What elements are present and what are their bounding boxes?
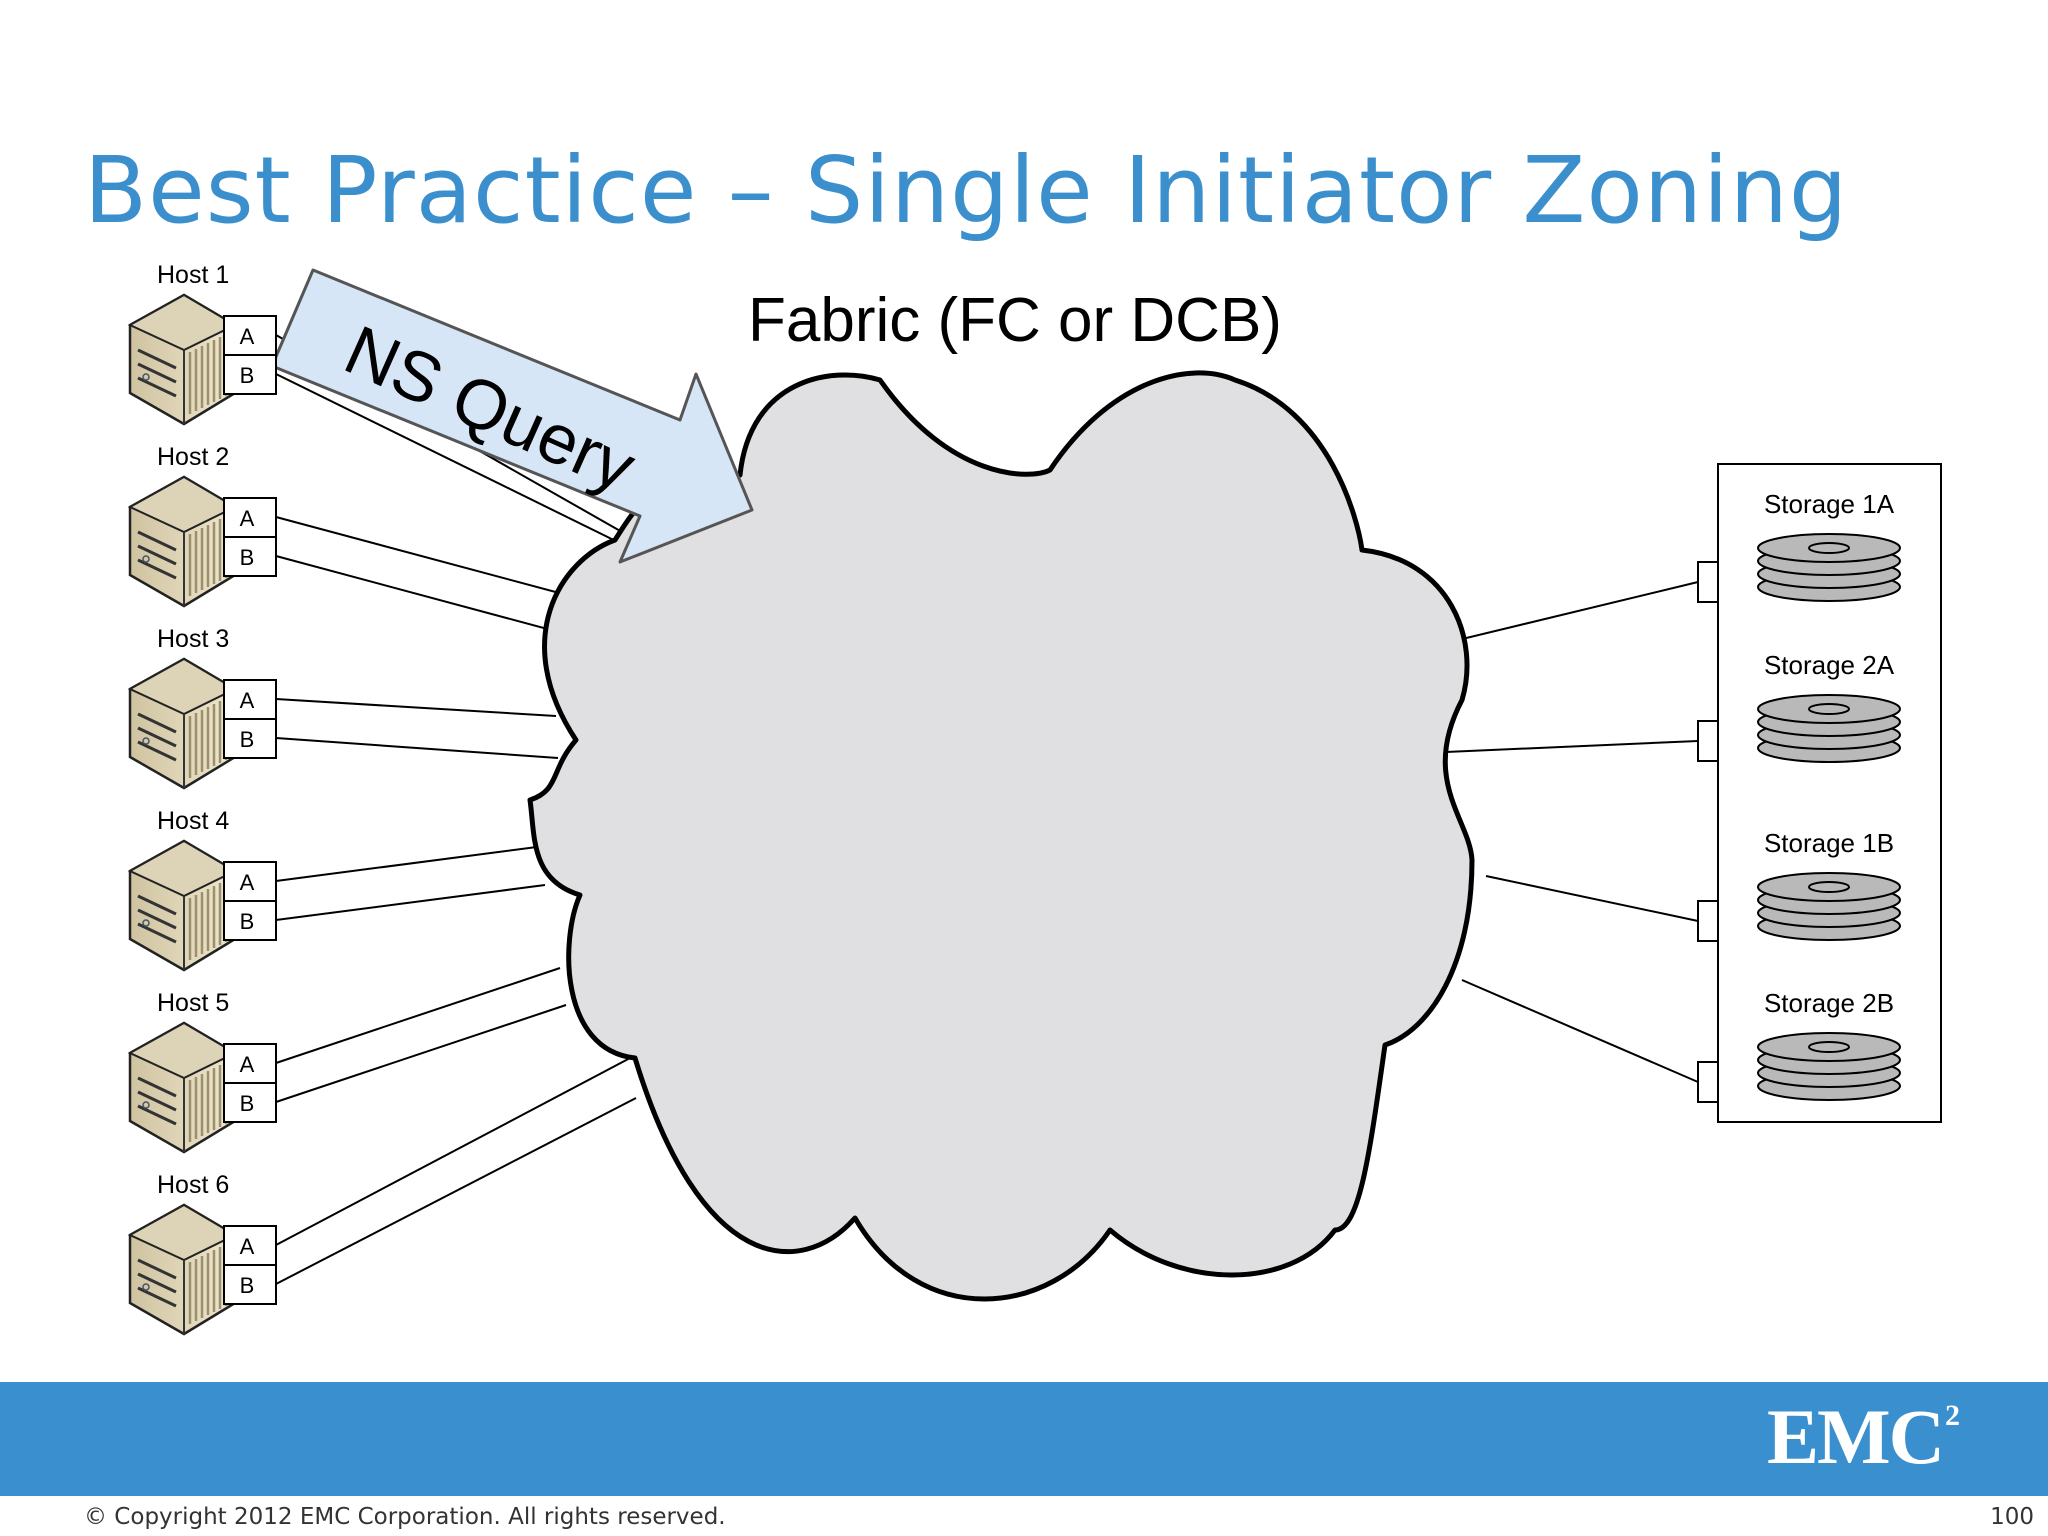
storage-4: Storage 2B (1697, 988, 1901, 1103)
storage-1: Storage 1A (1697, 489, 1901, 603)
fabric-cloud (527, 370, 1475, 1302)
port-b: B (223, 354, 277, 395)
storage-port (1697, 720, 1719, 762)
host-4: Host 4 AB (127, 807, 277, 972)
port-label: B (240, 545, 255, 570)
host-label: Host 2 (157, 443, 229, 471)
port-label: B (240, 363, 255, 388)
host-3: Host 3 AB (127, 625, 277, 790)
storage-label: Storage 2A (1764, 650, 1895, 680)
server-icon (127, 293, 238, 426)
disk-stack-icon (1757, 533, 1901, 602)
host-label: Host 3 (157, 625, 229, 653)
fabric-label: Fabric (FC or DCB) (748, 286, 1282, 355)
port-label: B (240, 909, 255, 934)
server-icon (127, 1021, 238, 1154)
link-line (275, 884, 546, 921)
link-line (1461, 979, 1699, 1083)
host-5: Host 5 AB (127, 989, 277, 1154)
host-label: Host 6 (157, 1171, 229, 1199)
host-2: Host 2 AB (127, 443, 277, 608)
slide-title: Best Practice – Single Initiator Zoning (84, 137, 1849, 244)
storage-port (1697, 561, 1719, 603)
port-a: A (223, 497, 277, 538)
host-label: Host 1 (157, 261, 229, 289)
port-b: B (223, 1082, 277, 1123)
link-line (275, 967, 561, 1064)
port-label: B (240, 1091, 255, 1116)
port-label: A (240, 506, 255, 531)
port-label: B (240, 727, 255, 752)
server-icon (127, 475, 238, 608)
storage-3: Storage 1B (1697, 828, 1901, 942)
fabric-links (275, 334, 1699, 1285)
port-b: B (223, 1264, 277, 1305)
copyright: © Copyright 2012 EMC Corporation. All ri… (84, 1504, 726, 1530)
host-1: Host 1 AB (127, 261, 277, 426)
link-line (275, 555, 567, 635)
link-line (275, 1097, 637, 1285)
port-b: B (223, 900, 277, 941)
port-a: A (223, 679, 277, 720)
link-line (275, 516, 579, 599)
zoning-diagram: Fabric (FC or DCB) NS Query Host 1ABHost… (127, 261, 1942, 1336)
host-label: Host 4 (157, 807, 229, 835)
storage-array: Storage 1A Storage 2A Storage 1B Storage 2B (1697, 463, 1942, 1123)
disk-stack-icon (1757, 872, 1901, 941)
server-icon (127, 657, 238, 790)
port-label: A (240, 688, 255, 713)
emc-logo: EMC2 (1767, 1398, 1960, 1476)
page-number: 100 (1990, 1504, 2034, 1530)
server-icon (127, 1203, 238, 1336)
link-line (275, 844, 553, 882)
storage-label: Storage 2B (1764, 988, 1894, 1018)
link-line (1445, 740, 1699, 753)
link-line (275, 1004, 567, 1103)
logo-text: EMC (1767, 1393, 1945, 1480)
storage-2: Storage 2A (1697, 650, 1901, 763)
storage-label: Storage 1A (1764, 489, 1895, 519)
storage-port (1697, 900, 1719, 942)
port-label: A (240, 1234, 255, 1259)
port-b: B (223, 536, 277, 577)
storage-label: Storage 1B (1764, 828, 1894, 858)
disk-stack-icon (1757, 1032, 1901, 1101)
port-b: B (223, 718, 277, 759)
port-label: A (240, 324, 255, 349)
port-label: A (240, 1052, 255, 1077)
storage-port (1697, 1061, 1719, 1103)
link-line (275, 373, 631, 549)
port-a: A (223, 315, 277, 356)
link-line (275, 1056, 633, 1246)
disk-stack-icon (1757, 694, 1901, 763)
port-a: A (223, 861, 277, 902)
host-label: Host 5 (157, 989, 229, 1017)
port-a: A (223, 1225, 277, 1266)
logo-sup: 2 (1945, 1399, 1960, 1432)
ns-query-arrow: NS Query (270, 268, 754, 564)
link-line (1485, 875, 1699, 922)
port-label: A (240, 870, 255, 895)
link-line (275, 698, 557, 717)
server-icon (127, 839, 238, 972)
port-a: A (223, 1043, 277, 1084)
link-line (1457, 581, 1699, 641)
port-label: B (240, 1273, 255, 1298)
host-6: Host 6 AB (127, 1171, 277, 1336)
link-line (275, 737, 559, 759)
footer-bar: EMC2 (0, 1382, 2048, 1496)
